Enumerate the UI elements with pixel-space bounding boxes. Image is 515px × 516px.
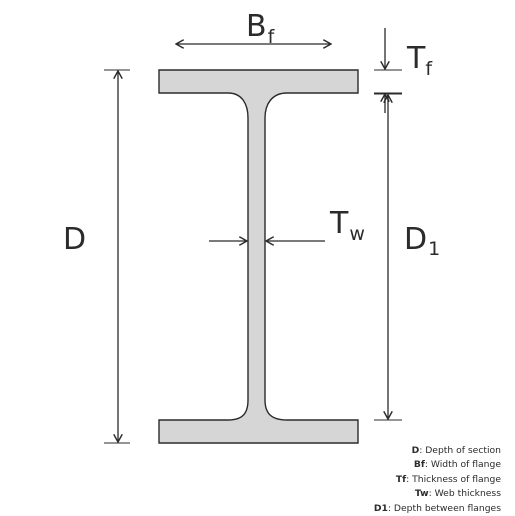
legend-row-d1: D1: Depth between flanges: [373, 502, 501, 514]
legend-row-tw: Tw: Web thickness: [414, 488, 501, 500]
i-beam-section: [158, 69, 359, 444]
legend: D: Depth of section Bf: Width of flange …: [374, 444, 501, 516]
tf-label: Tf: [406, 41, 433, 80]
d1-label: D1: [404, 222, 440, 260]
d-label: D: [63, 222, 86, 257]
legend-row-tf: Tf: Thickness of flange: [395, 473, 501, 485]
bf-label: Bf: [246, 9, 276, 48]
tw-label: Tw: [329, 206, 365, 245]
legend-row-bf: Bf: Width of flange: [413, 459, 501, 471]
legend-row-d: D: Depth of section: [411, 445, 501, 456]
